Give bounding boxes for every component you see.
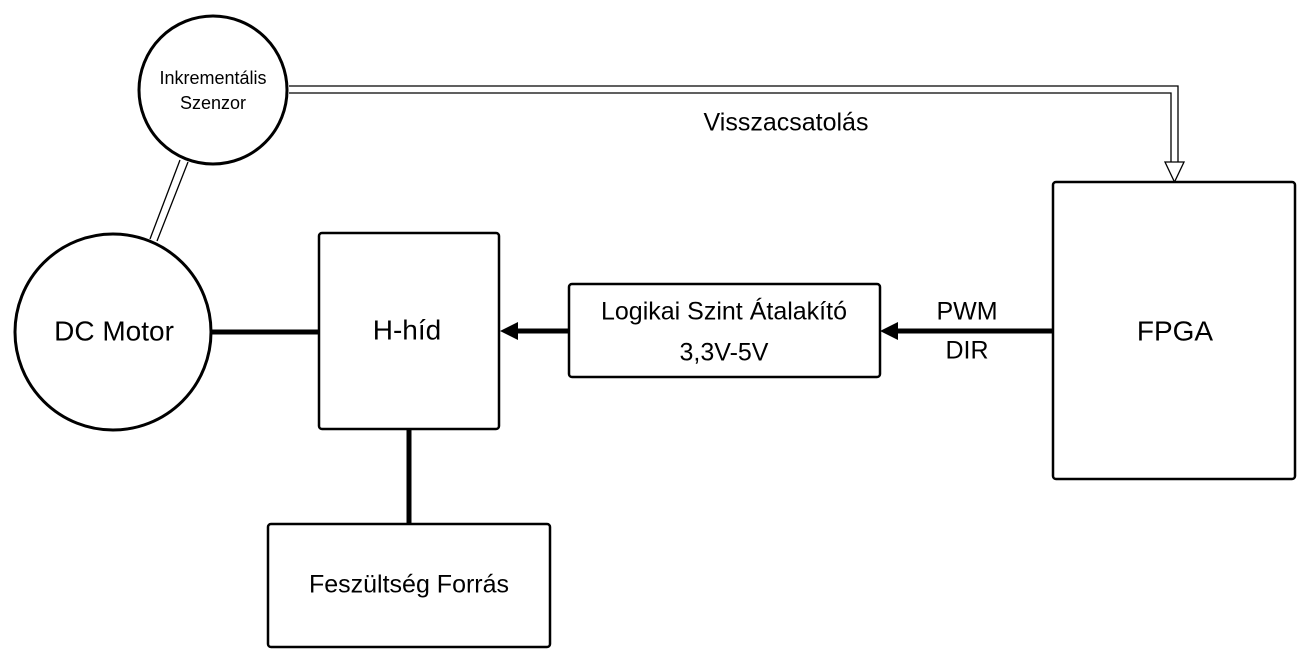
level-shifter-label-line1: Logikai Szint Átalakító [601,297,847,326]
motor-sensor-coupling [149,159,189,242]
feedback-label: Visszacsatolás [704,109,869,137]
fpga-label: FPGA [1137,315,1214,346]
power-supply-box [266,522,552,649]
fpga-to-shifter-arrow [880,322,1053,340]
incremental-sensor-circle [137,14,289,166]
sensor-label-line2: Szenzor [180,93,246,113]
level-shifter-label-line2: 3,3V-5V [680,339,769,367]
shifter-to-hbridge-arrow [500,322,569,340]
fpga-box [1051,180,1297,481]
power-supply-label: Feszültség Forrás [309,571,509,599]
h-bridge-box [317,231,501,431]
feedback-arrow-head [1163,161,1186,184]
dir-signal-label: DIR [945,337,988,365]
dc-motor-label: DC Motor [54,315,174,346]
pwm-signal-label: PWM [936,298,997,326]
level-shifter-box [567,282,882,379]
feedback-connector [289,85,1186,184]
sensor-label-line1: Inkrementális [159,68,266,88]
dc-motor-circle [13,232,213,432]
h-bridge-label: H-híd [373,314,441,345]
